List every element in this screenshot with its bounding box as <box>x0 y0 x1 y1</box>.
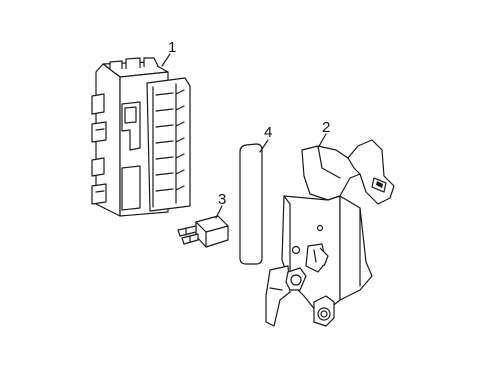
callout-4: 4 <box>264 124 272 141</box>
callout-leaders <box>161 53 327 219</box>
fuse-box-part <box>91 57 191 217</box>
callout-1: 1 <box>168 39 176 56</box>
callout-2: 2 <box>322 119 330 136</box>
callout-3: 3 <box>218 191 226 208</box>
bracket-part <box>265 139 395 327</box>
label-strip-part <box>239 143 263 265</box>
fuse-part <box>177 215 229 248</box>
